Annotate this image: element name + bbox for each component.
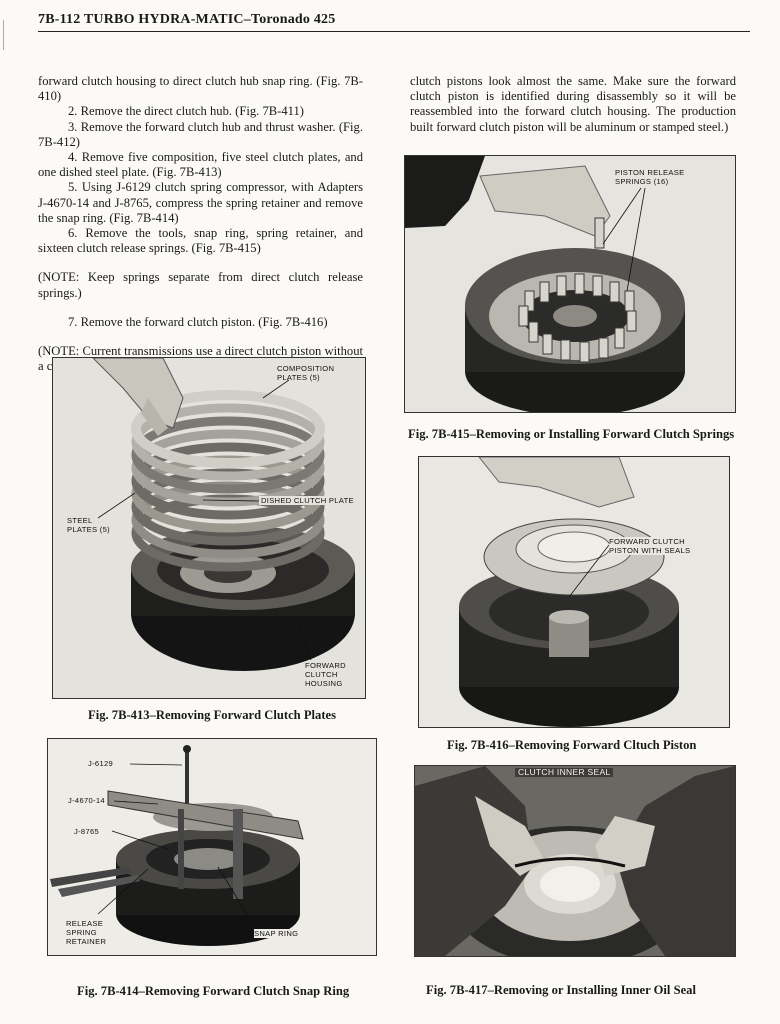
figure-7b-413-photo: COMPOSITION PLATES (5) DISHED CLUTCH PLA… <box>52 357 366 699</box>
step-5: 5. Using J-6129 clutch spring compressor… <box>38 180 363 225</box>
step-4: 4. Remove five composition, five steel c… <box>38 150 363 180</box>
step-7: 7. Remove the forward clutch piston. (Fi… <box>68 314 328 329</box>
callout-j4670-14: J-4670-14 <box>68 796 105 805</box>
callout-snap-ring: SNAP RING <box>254 929 299 938</box>
figure-7b-416-caption: Fig. 7B-416–Removing Forward Cltuch Pist… <box>447 738 697 752</box>
figure-7b-414-caption: Fig. 7B-414–Removing Forward Clutch Snap… <box>77 984 350 998</box>
margin-mark <box>2 20 5 50</box>
right-column: clutch pistons look almost the same. Mak… <box>410 74 736 135</box>
figure-7b-417-photo: CLUTCH INNER SEAL <box>414 765 736 957</box>
note-1: (NOTE: Keep springs separate from direct… <box>38 270 363 300</box>
step-6: 6. Remove the tools, snap ring, spring r… <box>38 226 363 256</box>
callout-clutch-inner-seal: CLUTCH INNER SEAL <box>515 768 614 777</box>
callout-forward-clutch-housing: FORWARD CLUTCH HOUSING <box>305 661 346 688</box>
callout-piston-release-springs: PISTON RELEASE SPRINGS (16) <box>615 168 685 186</box>
callout-steel-plates: STEEL PLATES (5) <box>67 516 110 534</box>
paragraph: forward clutch housing to direct clutch … <box>38 74 363 104</box>
callout-j8765: J-8765 <box>74 827 100 836</box>
callout-composition-plates: COMPOSITION PLATES (5) <box>277 364 335 382</box>
page-header: 7B-112 TURBO HYDRA-MATIC–Toronado 425 <box>38 12 336 27</box>
figure-7b-416-photo: FORWARD CLUTCH PISTON WITH SEALS <box>418 456 730 728</box>
callout-dished-clutch-plate: DISHED CLUTCH PLATE <box>259 496 356 505</box>
callout-j6129: J-6129 <box>88 759 114 768</box>
callout-release-spring-retainer: RELEASE SPRING RETAINER <box>66 919 107 946</box>
paragraph: clutch pistons look almost the same. Mak… <box>410 74 736 134</box>
figure-7b-415-caption: Fig. 7B-415–Removing or Installing Forwa… <box>408 427 735 441</box>
callout-forward-clutch-piston: FORWARD CLUTCH PISTON WITH SEALS <box>609 537 691 555</box>
figure-7b-417-caption: Fig. 7B-417–Removing or Installing Inner… <box>426 983 696 997</box>
figure-7b-413-caption: Fig. 7B-413–Removing Forward Clutch Plat… <box>88 708 337 722</box>
left-column: forward clutch housing to direct clutch … <box>38 74 363 374</box>
step-2: 2. Remove the direct clutch hub. (Fig. 7… <box>68 104 304 119</box>
header-rule <box>38 31 750 32</box>
figure-7b-414-photo: J-6129 J-4670-14 J-8765 RELEASE SPRING R… <box>47 738 377 956</box>
figure-7b-415-photo: PISTON RELEASE SPRINGS (16) <box>404 155 736 413</box>
step-3: 3. Remove the forward clutch hub and thr… <box>38 119 363 149</box>
